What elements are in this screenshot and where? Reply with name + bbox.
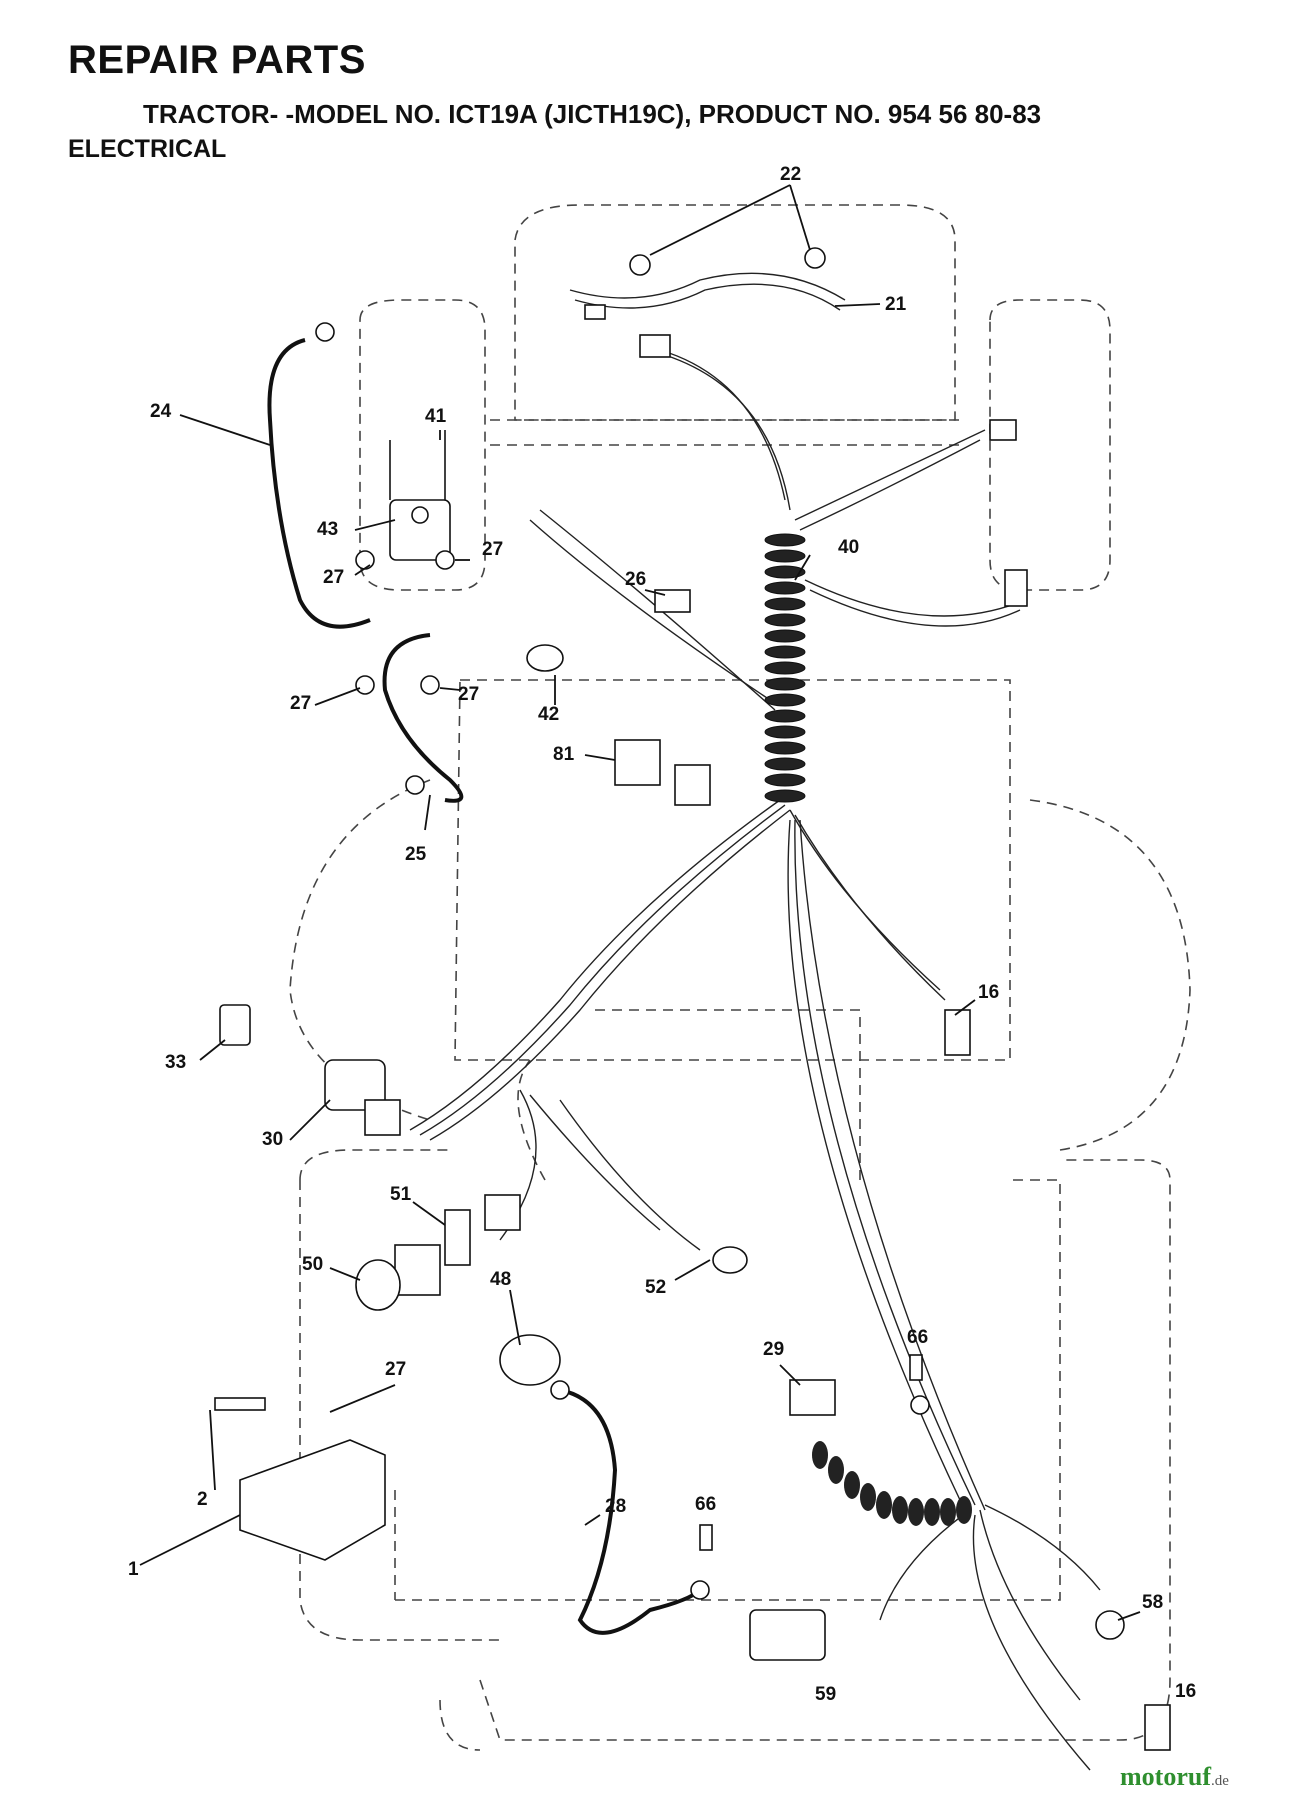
ring-terminal-icon (910, 1395, 930, 1415)
ring-terminal-icon (550, 1380, 570, 1400)
relay-socket-icon (674, 764, 711, 806)
leader-lines (139, 184, 1141, 1621)
ignition-switch-icon (324, 1059, 386, 1111)
ground-screw-icon (699, 1524, 713, 1551)
switch-bezel-icon (444, 1209, 471, 1266)
callout-label: 66 (907, 1327, 928, 1348)
nut-icon (435, 550, 455, 570)
callout-label: 24 (150, 401, 172, 422)
connector-right-icon (989, 419, 1017, 441)
callout-label: 43 (317, 519, 338, 540)
lamp-harness-connector-icon (584, 304, 606, 320)
headlight-left-icon (629, 254, 651, 276)
callout-label: 21 (885, 294, 907, 315)
tractor-outline (289, 204, 1191, 1751)
ignition-key-icon (219, 1004, 251, 1046)
watermark-logo: motoruf.de (1120, 1762, 1229, 1792)
callout-label: 27 (323, 567, 344, 588)
watermark-brand: motoruf (1120, 1762, 1211, 1791)
callout-label: 30 (262, 1129, 283, 1150)
callout-label: 59 (815, 1684, 836, 1705)
ground-screw-icon (909, 1354, 923, 1381)
terminal-boot-icon (526, 644, 564, 672)
callout-label: 33 (165, 1052, 186, 1073)
pto-knob-icon (355, 1259, 401, 1311)
grommet-icon (1095, 1610, 1125, 1640)
callout-label: 2 (197, 1489, 208, 1510)
model-subtitle: TRACTOR- -MODEL NO. ICT19A (JICTH19C), P… (143, 99, 1042, 129)
battery-icon (239, 1439, 386, 1561)
pto-switch-icon (394, 1244, 441, 1296)
connector-plug-icon (484, 1194, 521, 1231)
callout-label: 27 (290, 693, 311, 714)
wire-harness (409, 272, 1101, 1771)
nut-icon (355, 675, 375, 695)
ring-terminal-icon (690, 1580, 710, 1600)
callout-label: 27 (458, 684, 479, 705)
callout-label: 16 (978, 982, 999, 1003)
ring-terminal-icon (315, 322, 335, 342)
callout-label: 22 (780, 164, 801, 185)
callout-label: 28 (605, 1496, 626, 1517)
fuel-solenoid-module-icon (749, 1609, 826, 1661)
watermark-tld: .de (1210, 1773, 1229, 1789)
callout-label: 27 (385, 1359, 406, 1380)
brake-switch-icon (789, 1379, 836, 1416)
connector-icon (639, 334, 671, 358)
callout-label: 42 (538, 704, 559, 725)
page-title: REPAIR PARTS (68, 38, 366, 82)
indicator-lamp-icon (712, 1246, 748, 1274)
callout-label: 50 (302, 1254, 323, 1275)
parts (214, 247, 1171, 1751)
callout-labels: 22 21 24 41 43 27 27 27 27 40 26 42 81 2… (128, 164, 1196, 1705)
section-label: ELECTRICAL (68, 135, 227, 163)
callout-label: 66 (695, 1494, 716, 1515)
callout-label: 1 (128, 1559, 139, 1580)
ring-terminal-icon (405, 775, 425, 795)
callout-label: 81 (553, 744, 575, 765)
nut-icon (420, 675, 440, 695)
interlock-switch-icon (1144, 1704, 1171, 1751)
callout-label: 29 (763, 1339, 784, 1360)
callout-label: 25 (405, 844, 427, 865)
callout-label: 41 (425, 406, 447, 427)
callout-label: 51 (390, 1184, 412, 1205)
relay-icon (614, 739, 661, 786)
nut-icon (355, 550, 375, 570)
wire-loom-coil-lower (812, 1441, 972, 1526)
solenoid-icon (389, 499, 451, 561)
callout-label: 52 (645, 1277, 666, 1298)
seat-switch-connector-icon (1004, 569, 1028, 607)
interlock-switch-icon (944, 1009, 971, 1056)
wire-boot-icon (499, 1334, 561, 1386)
callout-label: 27 (482, 539, 503, 560)
callout-label: 26 (625, 569, 646, 590)
headlight-right-icon (804, 247, 826, 269)
callout-label: 58 (1142, 1592, 1163, 1613)
battery-cables (267, 338, 702, 1635)
callout-label: 16 (1175, 1681, 1196, 1702)
wire-loom-coil (764, 533, 806, 803)
battery-bolt-icon (214, 1397, 266, 1411)
callout-label: 48 (490, 1269, 511, 1290)
callout-label: 40 (838, 537, 859, 558)
ignition-plug-icon (364, 1099, 401, 1136)
